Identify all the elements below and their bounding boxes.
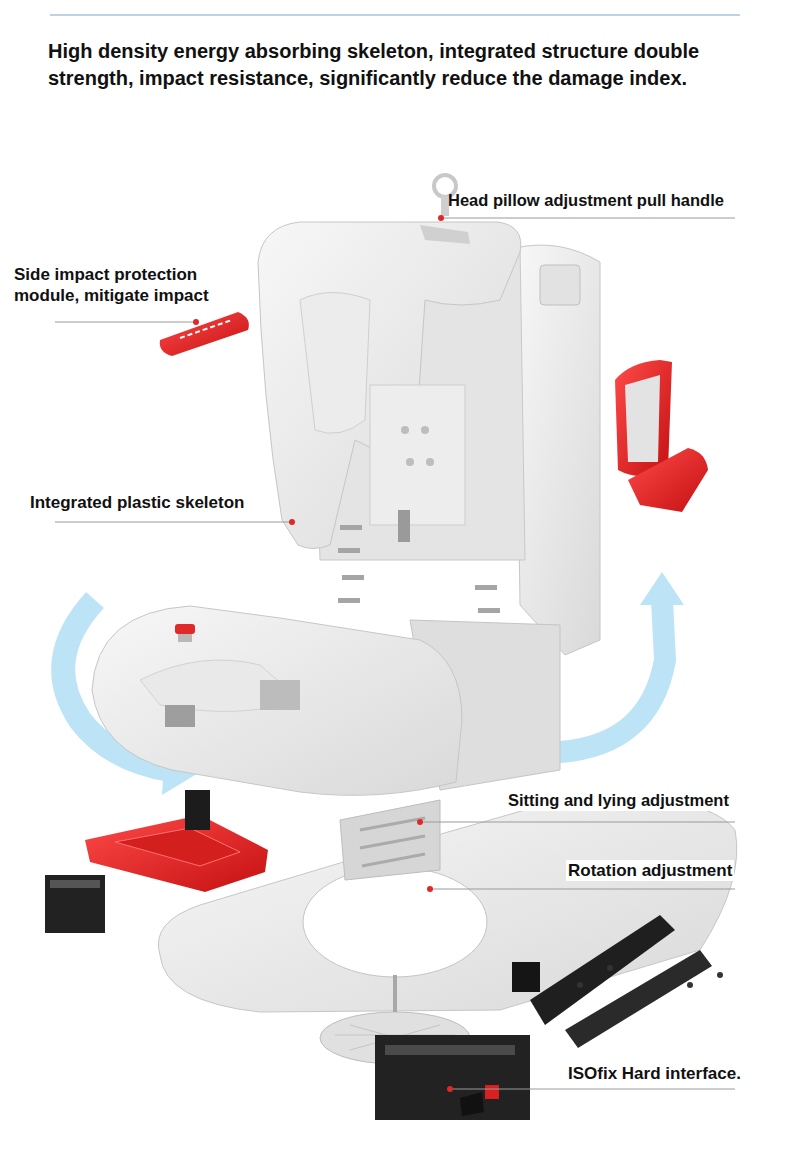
top-rule [50, 14, 740, 16]
red-adjust-plate [85, 815, 268, 892]
seat-back [258, 175, 600, 655]
seat-pan [92, 606, 560, 795]
part-label: ISOfix Hard interface. [566, 1063, 743, 1084]
part-label: Integrated plastic skeleton [30, 492, 244, 513]
part-label: Side impact protection module, mitigate … [14, 264, 264, 307]
side-impact-modules [160, 312, 708, 512]
leader-dots [193, 215, 453, 1092]
heading: High density energy absorbing skeleton, … [48, 38, 768, 92]
part-label: Rotation adjustment [566, 860, 734, 881]
part-label: Sitting and lying adjustment [506, 790, 731, 811]
leader-lines [55, 218, 735, 1089]
rotating-base [158, 798, 736, 1064]
part-label: Head pillow adjustment pull handle [448, 190, 724, 211]
